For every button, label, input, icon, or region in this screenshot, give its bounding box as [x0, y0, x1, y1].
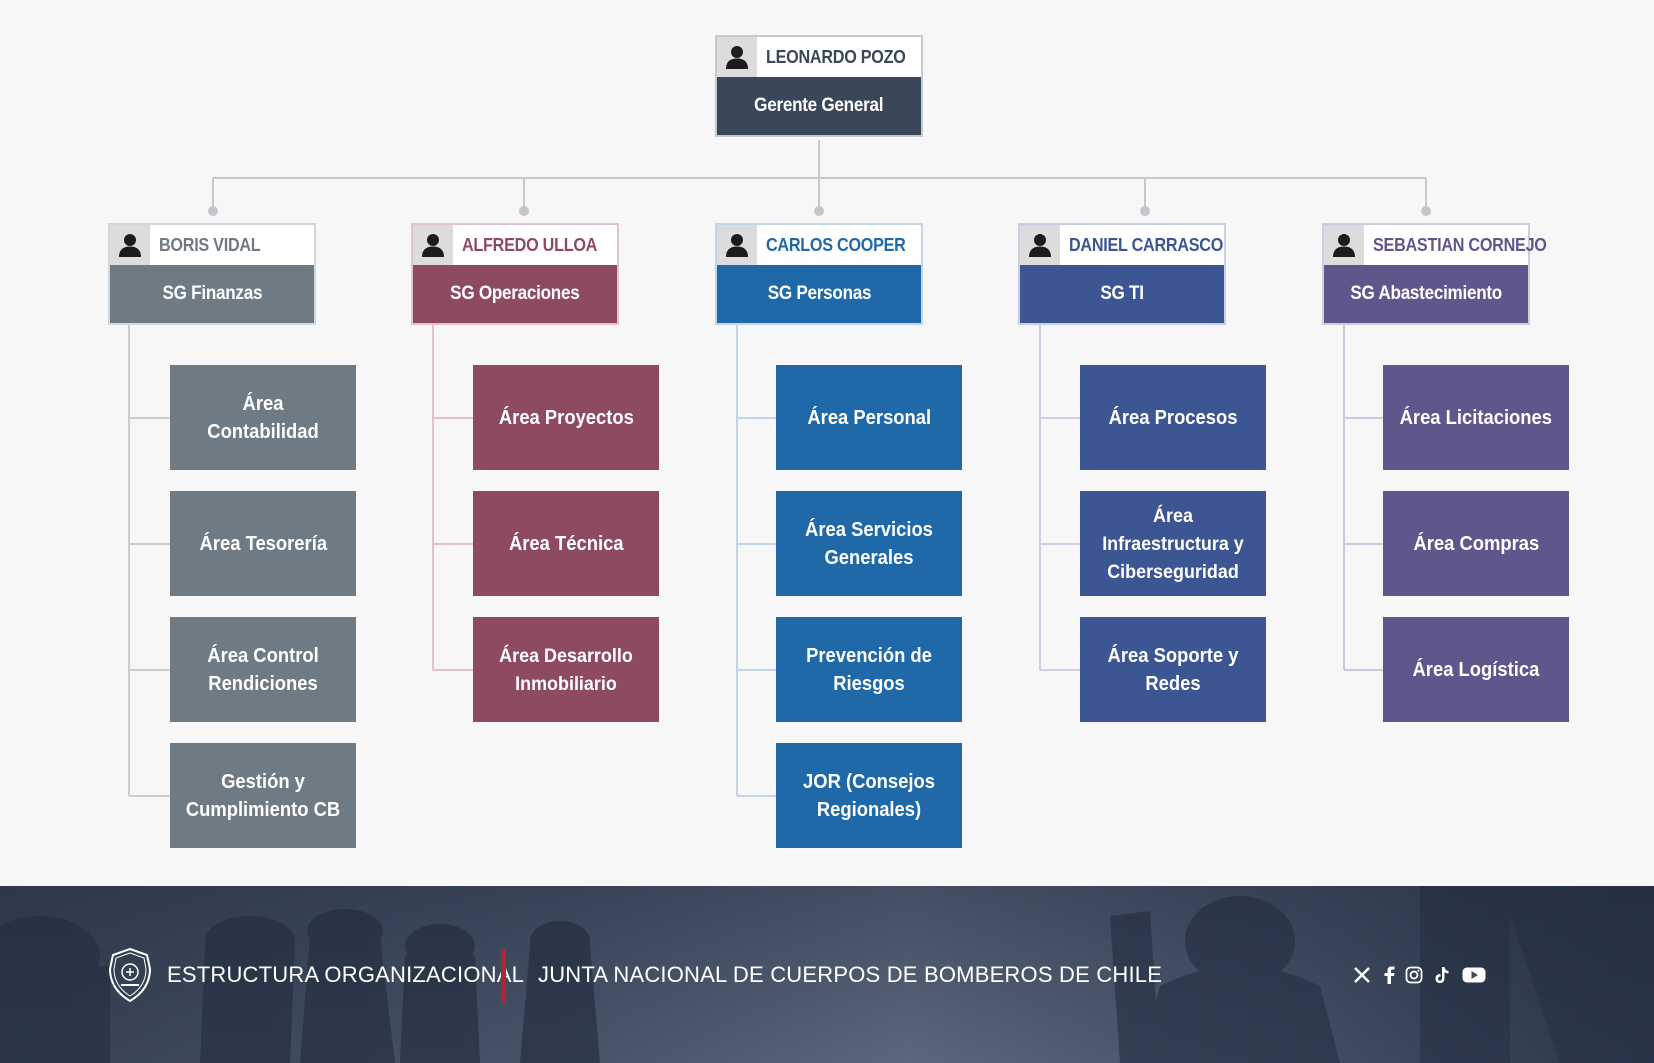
user-icon — [1020, 225, 1060, 265]
area-box: Área Contabilidad — [170, 365, 356, 470]
user-icon — [1324, 225, 1364, 265]
area-box: JOR (Consejos Regionales) — [776, 743, 962, 848]
person-role: SG Finanzas — [110, 265, 314, 323]
person-name: DANIEL CARRASCO — [1069, 234, 1224, 255]
connector-lines — [128, 140, 1431, 797]
connector-dot — [519, 206, 529, 216]
user-icon — [413, 225, 453, 265]
area-box: Gestión y Cumplimiento CB — [170, 743, 356, 848]
area-box: Área Desarrollo Inmobiliario — [473, 617, 659, 722]
person-role: SG TI — [1020, 265, 1224, 323]
tiktok-icon[interactable] — [1434, 966, 1450, 984]
footer-banner: ESTRUCTURA ORGANIZACIONAL JUNTA NACIONAL… — [0, 886, 1654, 1063]
area-box: Área Infraestructura y Ciberseguridad — [1080, 491, 1266, 596]
division-card-personas: CARLOS COOPER SG Personas — [715, 223, 923, 325]
area-box: Área Proyectos — [473, 365, 659, 470]
user-icon — [717, 225, 757, 265]
area-box: Área Procesos — [1080, 365, 1266, 470]
person-name: SEBASTIAN CORNEJO — [1373, 234, 1547, 255]
area-box: Área Soporte y Redes — [1080, 617, 1266, 722]
area-box: Área Licitaciones — [1383, 365, 1569, 470]
area-box: Prevención de Riesgos — [776, 617, 962, 722]
person-role: SG Personas — [717, 265, 921, 323]
footer-organization: JUNTA NACIONAL DE CUERPOS DE BOMBEROS DE… — [538, 962, 1163, 987]
connector-dot — [1421, 206, 1431, 216]
bomberos-logo — [108, 947, 152, 1003]
x-icon[interactable] — [1353, 966, 1371, 984]
instagram-icon[interactable] — [1405, 966, 1423, 984]
area-box: Área Control Rendiciones — [170, 617, 356, 722]
connector-dot — [1140, 206, 1150, 216]
person-name: CARLOS COOPER — [766, 234, 906, 255]
person-name: ALFREDO ULLOA — [462, 234, 598, 255]
division-card-operaciones: ALFREDO ULLOA SG Operaciones — [411, 223, 619, 325]
person-name: BORIS VIDAL — [159, 234, 261, 255]
user-icon — [110, 225, 150, 265]
person-role: SG Abastecimiento — [1324, 265, 1528, 323]
area-box: Área Compras — [1383, 491, 1569, 596]
person-name: LEONARDO POZO — [766, 46, 906, 67]
area-box: Área Personal — [776, 365, 962, 470]
division-card-finanzas: BORIS VIDAL SG Finanzas — [108, 223, 316, 325]
footer-divider — [501, 949, 506, 1003]
division-card-ti: DANIEL CARRASCO SG TI — [1018, 223, 1226, 325]
user-icon — [717, 37, 757, 77]
area-box: Área Logística — [1383, 617, 1569, 722]
area-box: Área Tesorería — [170, 491, 356, 596]
facebook-icon[interactable] — [1383, 966, 1395, 984]
org-chart: LEONARDO POZO Gerente General BORIS VIDA… — [108, 35, 1569, 848]
division-card-abastecimiento: SEBASTIAN CORNEJO SG Abastecimiento — [1322, 223, 1547, 325]
youtube-icon[interactable] — [1462, 966, 1486, 984]
connector-dot — [208, 206, 218, 216]
area-box: Área Técnica — [473, 491, 659, 596]
connector-dot — [814, 206, 824, 216]
general-manager-card: LEONARDO POZO Gerente General — [715, 35, 923, 137]
footer-title: ESTRUCTURA ORGANIZACIONAL — [167, 962, 525, 987]
area-box: Área Servicios Generales — [776, 491, 962, 596]
person-role: Gerente General — [717, 77, 921, 135]
person-role: SG Operaciones — [413, 265, 617, 323]
